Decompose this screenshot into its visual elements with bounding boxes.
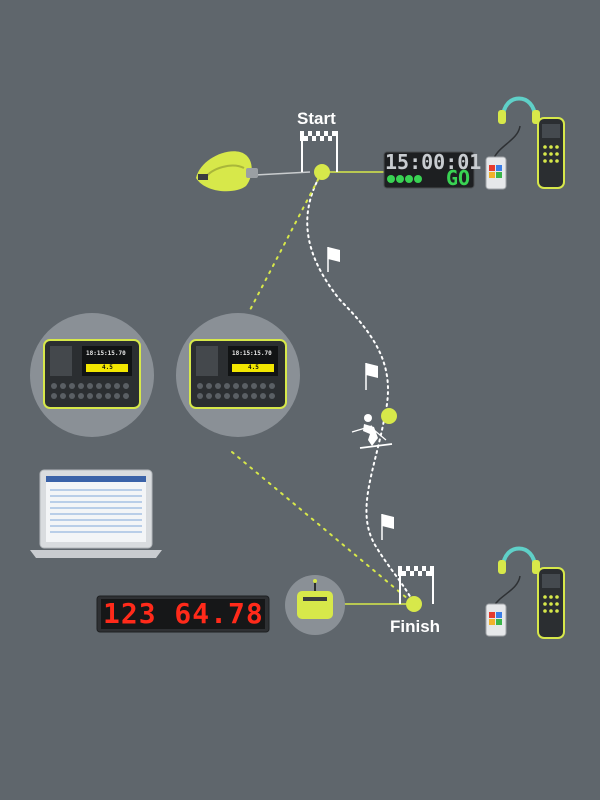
- start-gate-cable: [254, 171, 311, 176]
- timer-screen-time: 18:15:15.70: [86, 350, 126, 357]
- laptop-icon: [30, 469, 162, 558]
- receiver-device-icon: [297, 579, 333, 619]
- start-display-go: GO: [446, 166, 471, 190]
- finish-label: Finish: [390, 617, 441, 636]
- slalom-flag-icon: [365, 363, 378, 390]
- finish-gate-icon: [398, 566, 434, 604]
- slalom-flag-icon: [327, 247, 340, 272]
- headphones-icon: [498, 546, 540, 574]
- finish-display-text: 123 64.78: [103, 597, 264, 630]
- timer-screen-time: 18:15:15.70: [232, 350, 272, 357]
- finish-radio-link: [231, 451, 415, 605]
- timer-device-icon: [43, 339, 141, 409]
- timer-device-icon: [189, 339, 287, 409]
- ski-course-path: [306, 171, 415, 605]
- start-display-time: 15:00:01: [385, 150, 482, 174]
- handheld-timer-icon: [537, 117, 565, 189]
- start-led-display: [383, 151, 475, 189]
- finish-point: [406, 596, 422, 612]
- phone-device-icon: [485, 603, 507, 637]
- start-label: Start: [297, 109, 336, 128]
- slalom-flag-icon: [381, 514, 394, 540]
- start-point: [314, 164, 330, 180]
- skier-point: [381, 408, 397, 424]
- headphones-icon: [498, 96, 540, 124]
- photocell-sensor-icon: [196, 151, 258, 192]
- start-radio-link: [249, 171, 323, 311]
- finish-led-display: [96, 595, 270, 633]
- timer-screen-value: 4.5: [102, 364, 113, 371]
- handheld-timer-icon: [537, 567, 565, 639]
- start-gate-icon: [300, 131, 338, 172]
- phone-device-icon: [485, 156, 507, 190]
- skier-icon: [351, 414, 393, 449]
- timer-screen-value: 4.5: [248, 364, 259, 371]
